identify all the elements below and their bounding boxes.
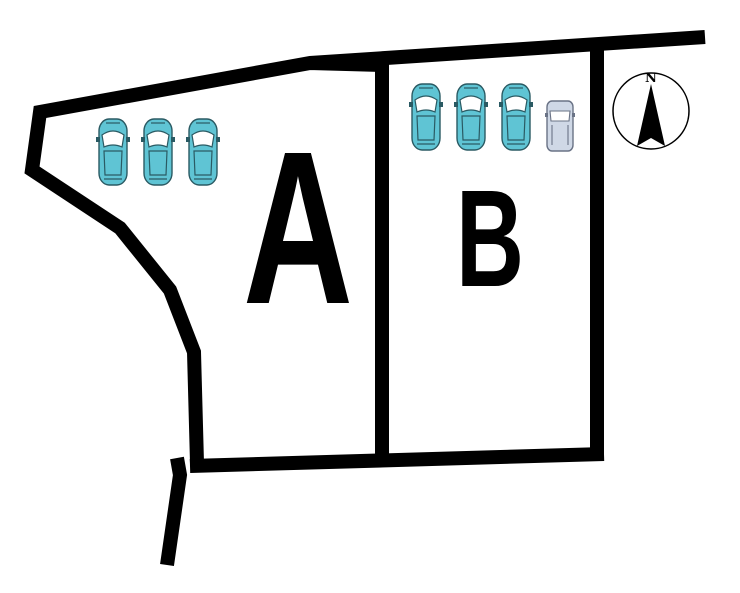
car-icon <box>95 118 131 186</box>
car-icon <box>498 83 534 151</box>
kei-car-icon <box>544 100 576 152</box>
north-compass: N <box>612 71 690 150</box>
lot-a-parking <box>95 118 221 186</box>
north-boundary <box>309 30 706 70</box>
lot-a-outline <box>24 55 383 464</box>
north-arrow-icon <box>637 84 665 146</box>
car-icon <box>408 83 444 151</box>
lot-a-label: A <box>243 107 353 350</box>
car-icon <box>453 83 489 151</box>
lot-b-label: B <box>456 162 524 316</box>
south-boundary <box>189 447 605 473</box>
access-road-edge <box>160 456 188 567</box>
compass-north-label: N <box>645 71 657 86</box>
car-icon <box>140 118 176 186</box>
car-icon <box>185 118 221 186</box>
lot-boundaries <box>24 30 706 567</box>
lot-b-parking <box>408 83 576 152</box>
